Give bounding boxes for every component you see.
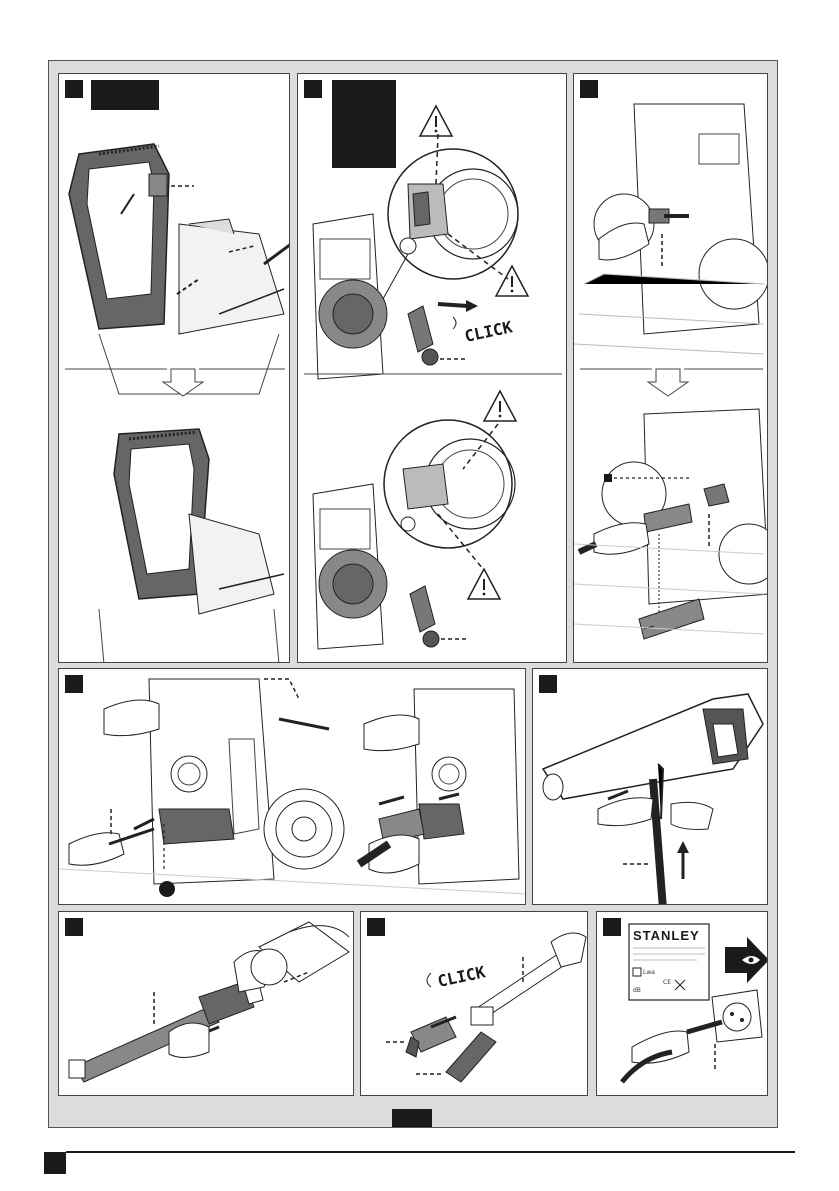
nozzle-illustration: CLICK [361, 912, 588, 1096]
panel-spray-gun [532, 668, 768, 905]
panel-hose-outlet [58, 668, 526, 905]
manual-illustration: STANLEY Lwa dB CE [597, 912, 768, 1096]
down-chevron-arrow-icon [648, 369, 688, 396]
gun-illustration [533, 669, 768, 905]
ce-mark: CE [663, 979, 671, 986]
eye-arrow-icon [725, 937, 768, 983]
panel-water-inlet [573, 73, 768, 663]
brand-logo: STANLEY [633, 928, 700, 943]
click-label: CLICK [436, 962, 487, 991]
decibel-label: dB [633, 987, 641, 994]
panel-manual-plug: STANLEY Lwa dB CE [596, 911, 768, 1096]
footer-rule [66, 1151, 795, 1153]
warning-triangle-icon [420, 106, 452, 136]
warning-triangle-icon [484, 391, 516, 421]
sound-level-label: Lwa [643, 969, 655, 976]
down-chevron-arrow-icon [163, 369, 203, 396]
outlet-illustration [59, 669, 526, 905]
warning-triangle-icon [496, 266, 528, 296]
panel-handle-assembly [58, 73, 290, 663]
inlet-illustration [574, 74, 768, 663]
warning-triangle-icon [468, 569, 500, 599]
handle-illustration [59, 74, 290, 663]
footer-page-marker [44, 1152, 66, 1174]
hose-reel-illustration: CLICK [298, 74, 567, 663]
lance-illustration [59, 912, 354, 1096]
panel-lance [58, 911, 354, 1096]
page-tab [392, 1109, 432, 1127]
panel-nozzles: CLICK [360, 911, 588, 1096]
panel-hose-reel: CLICK [297, 73, 567, 663]
click-label: CLICK [463, 317, 514, 346]
